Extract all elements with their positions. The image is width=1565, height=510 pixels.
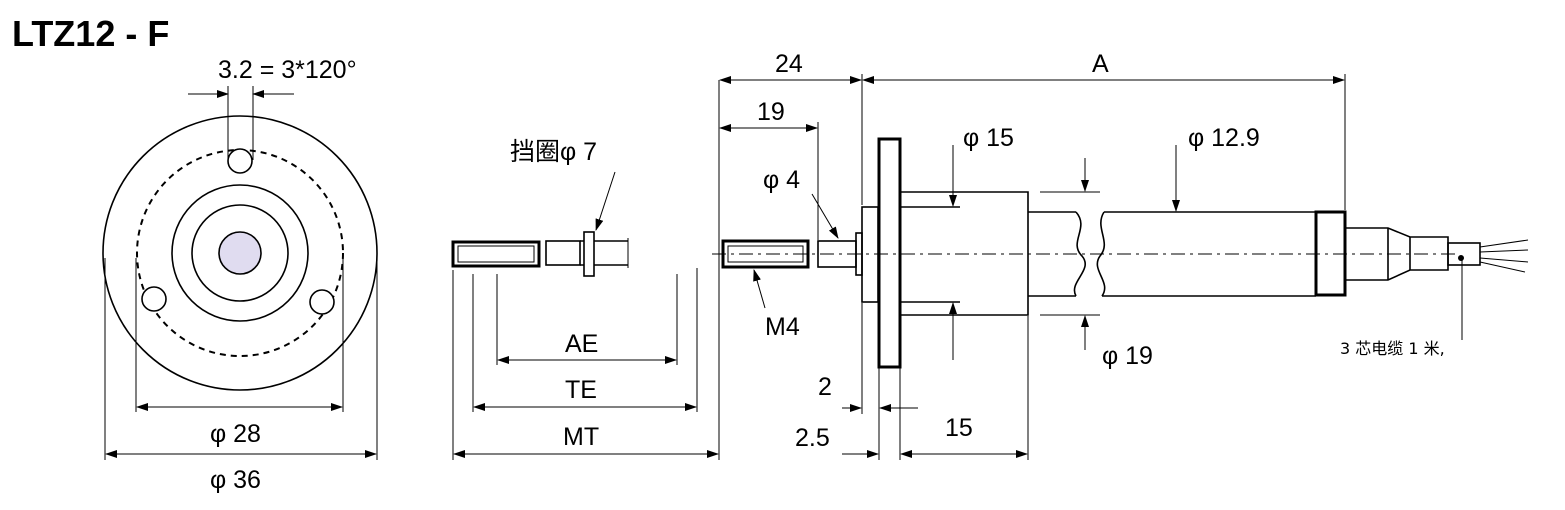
- front-view: 3.2 = 3*120° φ 28 φ 36: [102, 56, 378, 494]
- phi36-label: φ 36: [210, 466, 261, 494]
- probe-sleeve: [545, 240, 581, 266]
- body: [900, 191, 1029, 316]
- probe-detail: 挡圈φ 7 AE TE MT: [451, 80, 720, 460]
- dim-2-label: 2: [818, 373, 832, 401]
- mt-label: MT: [563, 423, 599, 451]
- phi4-leader: [811, 193, 839, 239]
- phi12-9-label: φ 12.9: [1188, 124, 1260, 152]
- phi19-label: φ 19: [1102, 342, 1153, 370]
- shaft-circle: [191, 204, 289, 302]
- thread-tip-inner: [727, 245, 804, 263]
- ring-note-label: 挡圈φ 7: [510, 138, 597, 166]
- ring-leader: [595, 171, 616, 231]
- hole-note-label: 3.2 = 3*120°: [218, 56, 357, 84]
- cable-note-label: 3 芯电缆 1 米,: [1340, 339, 1445, 358]
- phi28-label: φ 28: [210, 420, 261, 448]
- side-view: 24 A 19 φ 4 M4 φ 15 φ 19 φ 12.9 3 芯电缆 1 …: [712, 50, 1529, 460]
- cable-dot: [1458, 255, 1464, 261]
- dim-15-label: 15: [945, 414, 973, 442]
- cable-wires: [1479, 239, 1529, 273]
- dim-2-5-label: 2.5: [795, 424, 830, 452]
- phi15-label: φ 15: [963, 124, 1014, 152]
- dim-24-label: 24: [775, 50, 803, 78]
- break-left: [1073, 211, 1086, 297]
- center-rod-circle: [218, 231, 262, 275]
- te-label: TE: [565, 376, 597, 404]
- flange: [877, 137, 902, 369]
- drawing-title: LTZ12 - F: [12, 13, 169, 54]
- dim-a-label: A: [1092, 50, 1109, 78]
- probe-tip: [451, 240, 541, 268]
- cable-sheath: [1447, 242, 1481, 266]
- flange-outer-circle: [102, 115, 378, 391]
- mounting-hole-right: [309, 289, 335, 315]
- mounting-hole-left: [141, 286, 167, 312]
- m4-label: M4: [765, 313, 800, 341]
- dim-19-label: 19: [757, 98, 785, 126]
- body-circle: [171, 184, 309, 322]
- thread-tip: [721, 239, 810, 269]
- ae-label: AE: [565, 330, 598, 358]
- phi4-label: φ 4: [763, 166, 800, 194]
- retaining-ring: [583, 231, 595, 277]
- m4-leader: [753, 269, 766, 309]
- mounting-hole-top: [227, 148, 253, 174]
- break-right: [1096, 211, 1106, 297]
- probe-tip-inner: [457, 245, 535, 263]
- end-cap: [1314, 210, 1347, 297]
